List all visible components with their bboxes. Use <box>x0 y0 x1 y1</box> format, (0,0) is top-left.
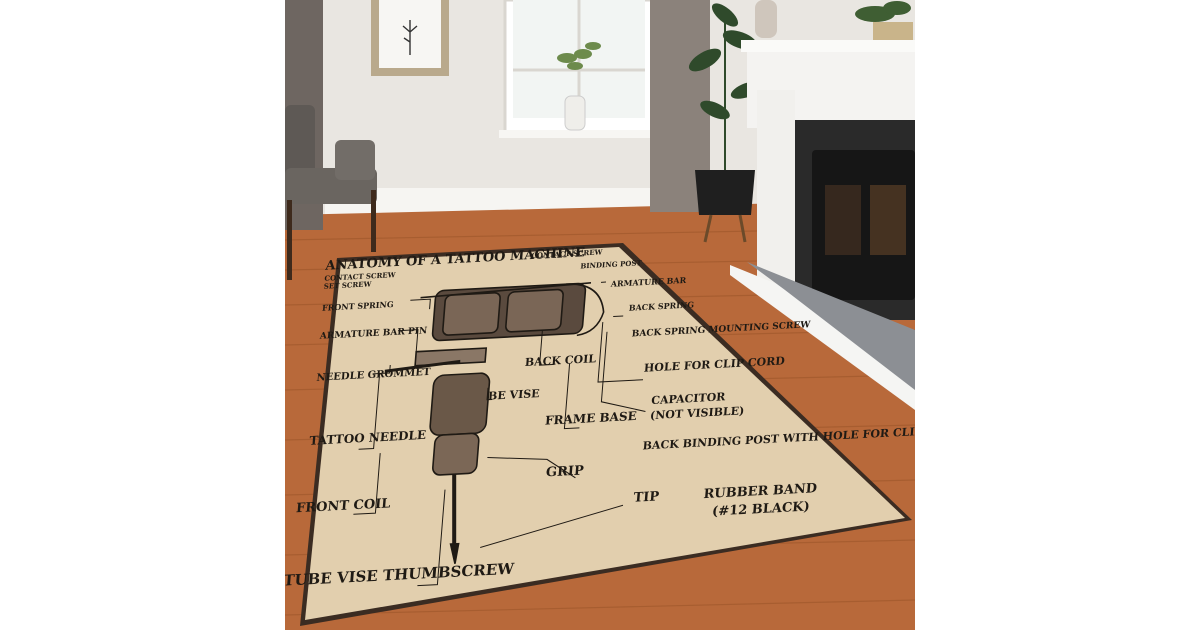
label-needle-grommet: NEEDLE GROMMET <box>316 367 431 384</box>
leader-lines <box>353 281 646 587</box>
label-back-spring: BACK SPRING <box>628 299 694 312</box>
label-tube-vise-thumbscrew: TUBE VISE THUMBSCREW <box>285 560 516 590</box>
vase-plant <box>557 42 601 70</box>
fireplace-pillar <box>757 90 795 286</box>
label-frame-base: FRAME BASE <box>545 409 638 428</box>
label-hole-for-clip-cord: HOLE FOR CLIP CORD <box>643 354 785 374</box>
label-front-spring: FRONT SPRING <box>322 299 394 313</box>
flower-sketch <box>402 20 418 55</box>
vase <box>564 95 586 131</box>
label-contact-screw: CONTACT SCREW <box>324 270 396 283</box>
label-binding-post: BINDING POST <box>580 258 643 270</box>
armchair-arm <box>335 140 375 180</box>
label-back-binding-post: BACK BINDING POST WITH HOLE FOR CLIP COR… <box>642 423 915 453</box>
label-back-spring-mounting-screw: BACK SPRING MOUNTING SCREW <box>631 320 811 339</box>
hearth <box>730 265 915 410</box>
label-front-coil: FRONT COIL <box>295 496 390 516</box>
label-contact-screw-top: CONTACT SCREW <box>531 247 603 260</box>
label-armature-bar-pin: ARMATURE BAR PIN <box>318 326 427 342</box>
mantel-vase <box>755 0 777 38</box>
armchair-back <box>285 105 315 185</box>
label-capacitor: CAPACITOR <box>651 390 727 407</box>
label-tip: TIP <box>633 489 660 505</box>
hearth-stone <box>747 262 915 390</box>
label-rubber-band: RUBBER BAND <box>703 481 818 502</box>
label-set-screw: SET SCREW <box>323 279 371 290</box>
tattoo-machine-illustration <box>384 282 605 565</box>
rug-artwork: ANATOMY OF A TATTOO MACHINE CONTACT SCRE… <box>285 245 915 590</box>
label-back-coil: BACK COIL <box>524 352 596 369</box>
mantel-plant <box>855 1 911 22</box>
plant-pot <box>695 170 755 215</box>
label-armature-bar: ARMATURE BAR <box>609 275 687 289</box>
window-sill <box>499 130 659 138</box>
label-capacitor-note: (NOT VISIBLE) <box>650 404 745 422</box>
label-tattoo-needle: TATTOO NEEDLE <box>309 428 427 448</box>
label-grip: GRIP <box>545 463 584 480</box>
label-rubber-band-note: (#12 BLACK) <box>711 500 810 520</box>
room-photo: ANATOMY OF A TATTOO MACHINE CONTACT SCRE… <box>285 0 915 630</box>
